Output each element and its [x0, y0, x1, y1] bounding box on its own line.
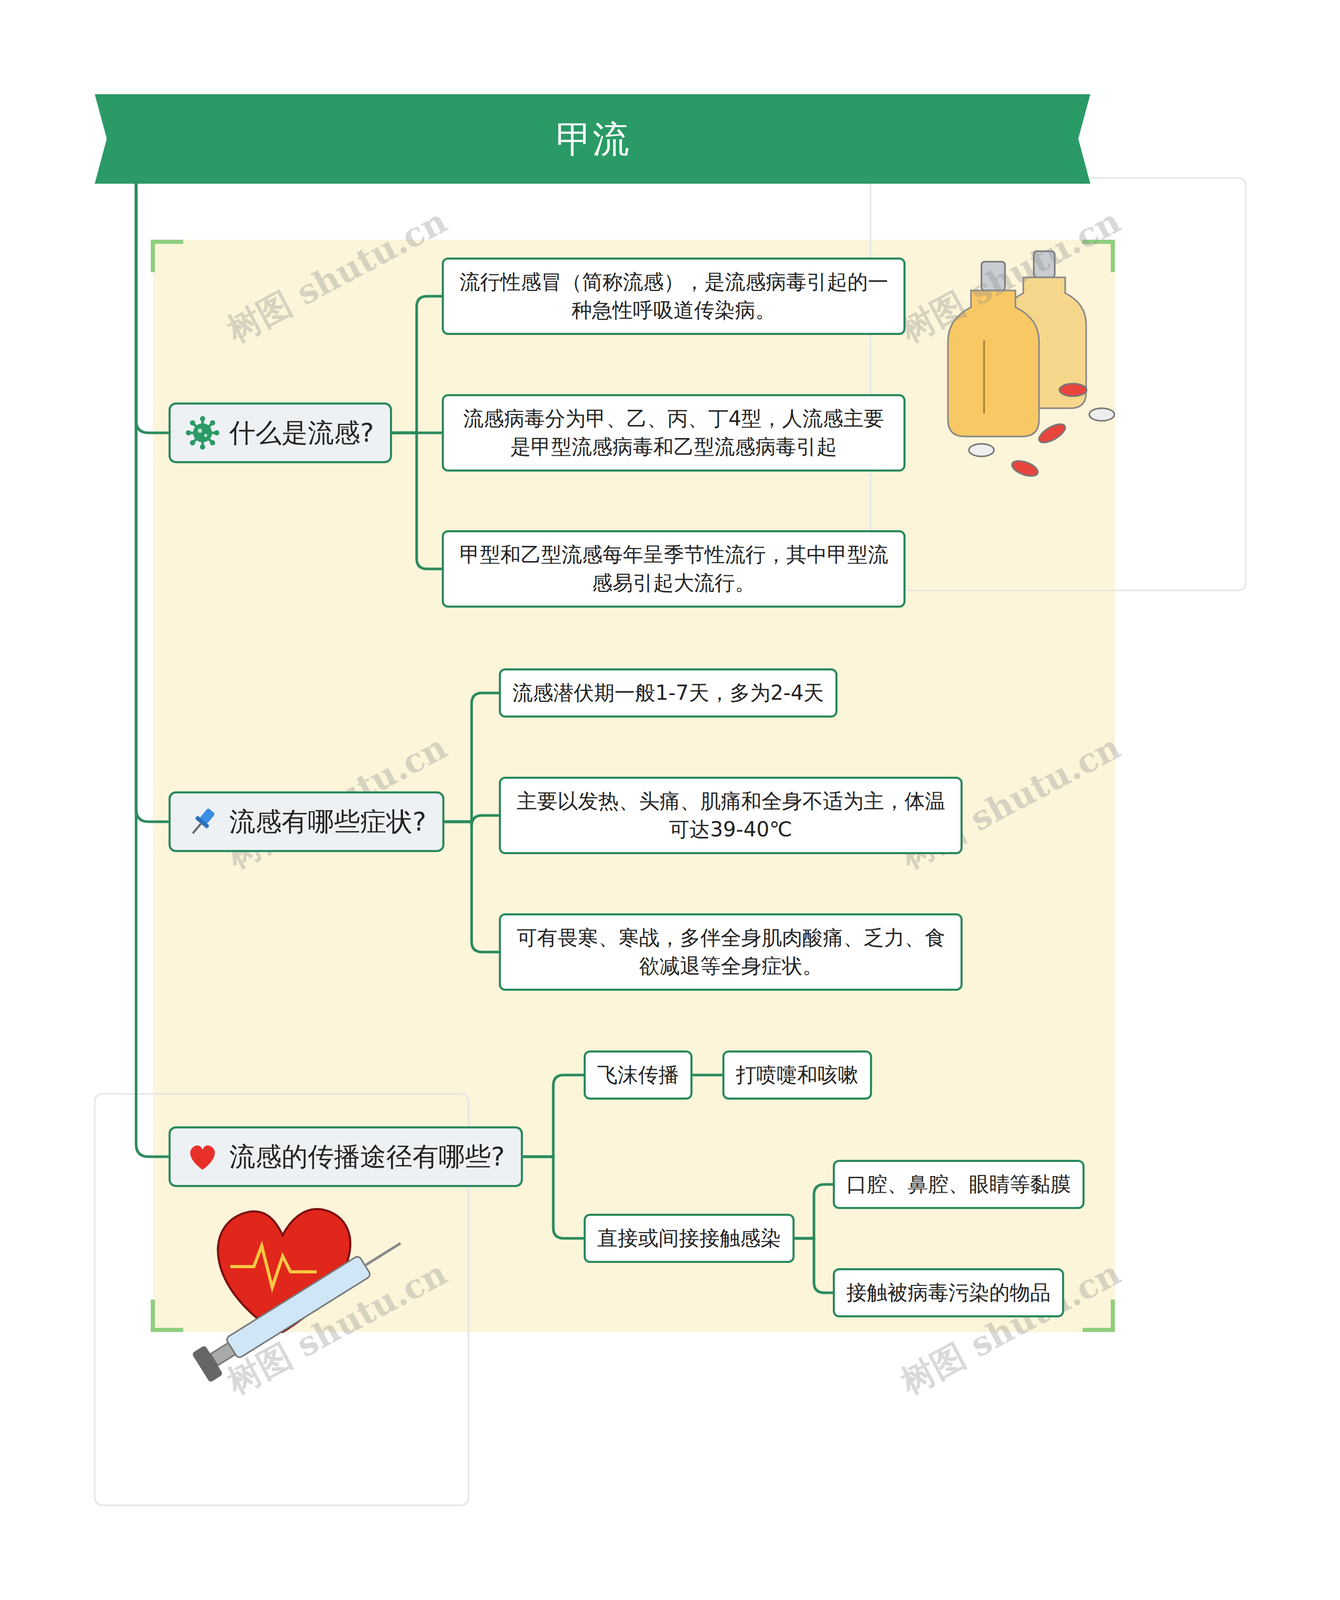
title-text: 甲流	[94, 114, 1091, 165]
detail-box: 流行性感冒（简称流感），是流感病毒引起的一种急性呼吸道传染病。	[441, 257, 906, 335]
node-text: 甲型和乙型流感每年呈季节性流行，其中甲型流感易引起大流行。	[455, 540, 892, 598]
heart-icon	[185, 1139, 220, 1175]
branch-connector	[522, 1156, 584, 1239]
node-text: 直接或间接接触感染	[597, 1224, 781, 1253]
branch-connector	[794, 1238, 833, 1293]
node-text: 流感的传播途径有哪些?	[229, 1140, 506, 1174]
topic-box: 什么是流感?	[168, 402, 393, 464]
detail-box: 主要以发热、头痛、肌痛和全身不适为主，体温可达39-40℃	[498, 776, 963, 855]
detail-box: 打喷嚏和咳嗽	[722, 1050, 873, 1100]
node-text: 流感有哪些症状?	[229, 805, 427, 839]
content-panel	[152, 239, 1115, 1333]
trunk-line	[136, 183, 169, 433]
topic-box: 流感的传播途径有哪些?	[168, 1126, 523, 1188]
detail-box: 口腔、鼻腔、眼睛等黏膜	[832, 1159, 1085, 1210]
branch-connector	[444, 821, 499, 953]
branch-connector	[392, 296, 442, 433]
node-text: 口腔、鼻腔、眼睛等黏膜	[846, 1170, 1071, 1199]
node-text: 主要以发热、头痛、肌痛和全身不适为主，体温可达39-40℃	[512, 787, 949, 844]
detail-box: 甲型和乙型流感每年呈季节性流行，其中甲型流感易引起大流行。	[441, 530, 906, 608]
node-text: 接触被病毒污染的物品	[846, 1278, 1051, 1308]
trunk-line	[136, 183, 169, 1157]
trunk-line	[136, 183, 169, 822]
topic-box: 流感有哪些症状?	[168, 791, 445, 853]
detail-box: 流感潜伏期一般1-7天，多为2-4天	[498, 668, 838, 718]
node-text: 流感病毒分为甲、乙、丙、丁4型，人流感主要是甲型流感病毒和乙型流感病毒引起	[455, 404, 892, 462]
image-frame	[870, 177, 1246, 591]
title-banner	[94, 94, 1091, 184]
node-text: 流感潜伏期一般1-7天，多为2-4天	[512, 678, 824, 708]
detail-box: 直接或间接接触感染	[583, 1213, 795, 1264]
branch-connector	[444, 693, 499, 822]
node-text: 什么是流感?	[229, 416, 375, 450]
detail-box: 流感病毒分为甲、乙、丙、丁4型，人流感主要是甲型流感病毒和乙型流感病毒引起	[441, 394, 906, 472]
branch-connector	[692, 1074, 723, 1077]
detail-box: 飞沫传播	[583, 1050, 693, 1100]
branch-connector	[794, 1184, 833, 1239]
pin-icon	[185, 804, 220, 840]
node-text: 飞沫传播	[597, 1061, 679, 1090]
branch-connector	[522, 1075, 584, 1157]
corner-brackets	[152, 241, 1113, 1331]
node-text: 打喷嚏和咳嗽	[735, 1061, 859, 1090]
detail-box: 接触被病毒污染的物品	[832, 1268, 1065, 1318]
node-text: 流行性感冒（简称流感），是流感病毒引起的一种急性呼吸道传染病。	[455, 268, 892, 325]
branch-connector	[392, 432, 442, 569]
virus-icon	[185, 415, 220, 451]
detail-box: 可有畏寒、寒战，多伴全身肌肉酸痛、乏力、食欲减退等全身症状。	[498, 913, 963, 991]
node-text: 可有畏寒、寒战，多伴全身肌肉酸痛、乏力、食欲减退等全身症状。	[512, 923, 949, 981]
